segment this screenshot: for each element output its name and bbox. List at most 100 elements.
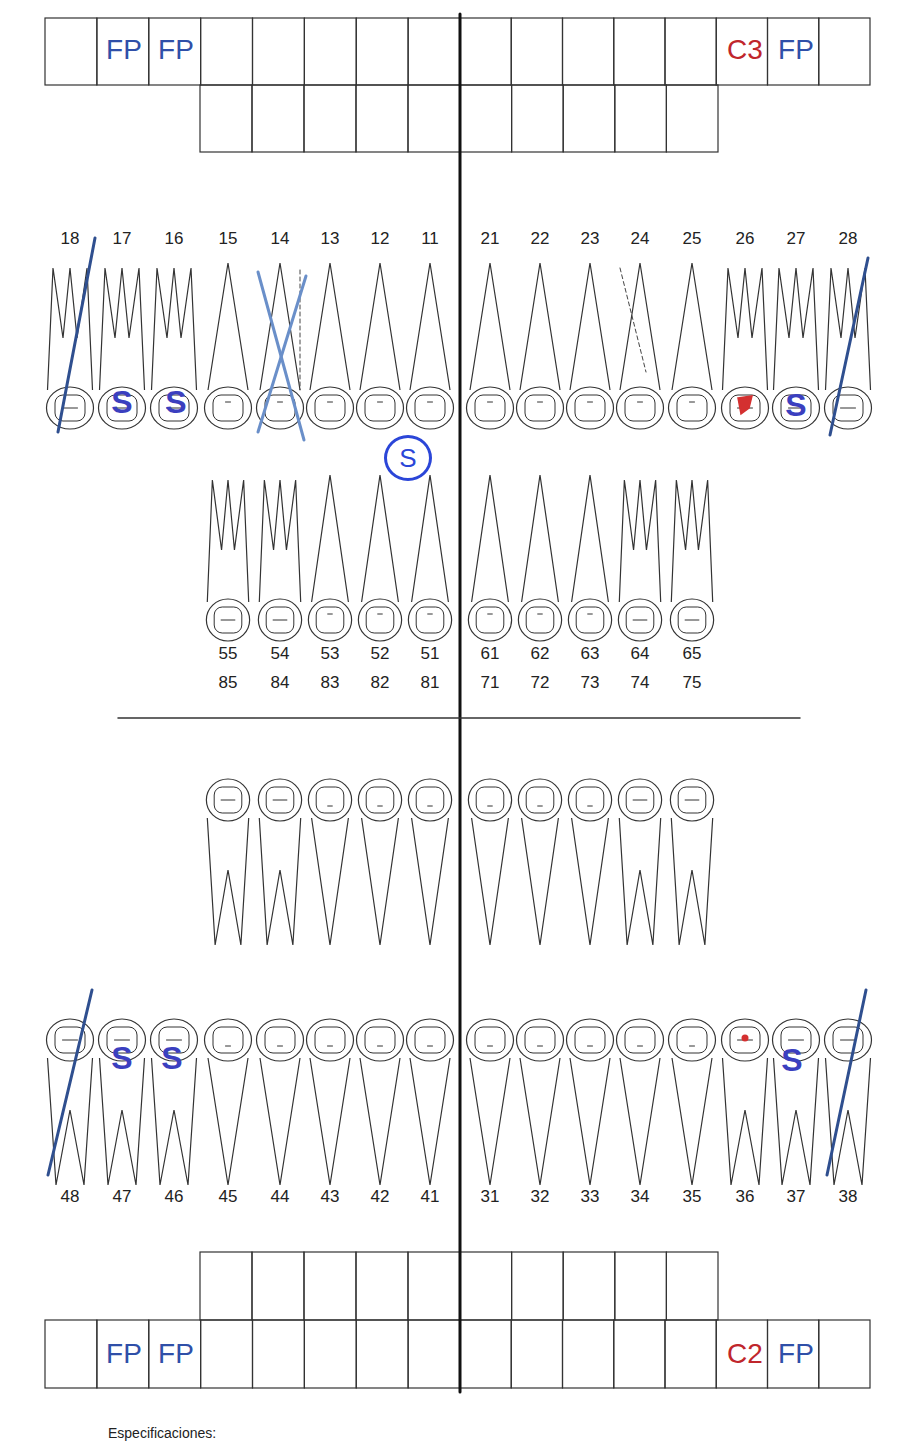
- tooth-crown: [151, 387, 198, 429]
- tooth-number: 44: [271, 1188, 290, 1205]
- chart-cell: [512, 1252, 564, 1320]
- tooth-crown: [47, 387, 94, 429]
- tooth-surface: [214, 607, 242, 633]
- tooth-crown: [617, 1019, 664, 1061]
- tooth-crown: [358, 779, 401, 821]
- tooth-root: [619, 818, 660, 945]
- tooth-fissure: [588, 1046, 593, 1047]
- tooth-crown: [670, 599, 713, 641]
- tooth-surface: [213, 395, 243, 421]
- chart-cell: [304, 1320, 356, 1388]
- dashed-root: [620, 268, 646, 372]
- tooth-surface: [266, 787, 294, 813]
- tooth-crown: [567, 1019, 614, 1061]
- tooth-root: [412, 475, 449, 602]
- tooth-root: [572, 818, 609, 945]
- tooth-fissure: [690, 1046, 695, 1047]
- tooth-crown: [517, 387, 564, 429]
- tooth-number: 33: [581, 1188, 600, 1205]
- tooth-surface: [415, 395, 445, 421]
- tooth-surface: [575, 395, 605, 421]
- tooth-crown: [468, 779, 511, 821]
- tooth-fissure: [328, 614, 333, 615]
- tooth-surface: [677, 395, 707, 421]
- tooth-root: [410, 263, 450, 390]
- tooth-root: [472, 475, 509, 602]
- tooth-surface: [265, 1027, 295, 1053]
- tooth-number: 65: [683, 645, 702, 662]
- tooth-root: [208, 1058, 248, 1185]
- tooth-number: 42: [371, 1188, 390, 1205]
- tooth-surface: [730, 1027, 760, 1053]
- tooth-fissure: [428, 402, 433, 403]
- tooth-number: 51: [421, 645, 440, 662]
- tooth-root: [312, 475, 349, 602]
- tooth-root: [152, 268, 197, 390]
- chart-cell: [819, 1320, 870, 1388]
- tooth-fissure: [273, 620, 287, 621]
- tooth-number: 22: [531, 230, 550, 247]
- tooth-surface: [625, 1027, 655, 1053]
- tooth-number: 41: [421, 1188, 440, 1205]
- tooth-number: 27: [787, 230, 806, 247]
- chart-cell: [304, 1252, 356, 1320]
- tooth-fissure: [273, 800, 287, 801]
- tooth-fissure: [538, 402, 543, 403]
- tooth-root: [207, 480, 248, 602]
- tooth-number: 62: [531, 645, 550, 662]
- midline: [459, 14, 462, 1392]
- chart-cell: [356, 1252, 408, 1320]
- tooth-root: [570, 263, 610, 390]
- chart-cell: [253, 1320, 305, 1388]
- tooth-surface: [626, 787, 654, 813]
- chart-cell: [201, 18, 253, 85]
- chart-cell: [408, 85, 460, 152]
- tooth-fissure: [633, 620, 647, 621]
- tooth-fissure: [63, 408, 78, 409]
- chart-cell: [200, 1252, 252, 1320]
- tooth-crown: [408, 779, 451, 821]
- chart-cell: [511, 1320, 562, 1388]
- tooth-fissure: [428, 614, 433, 615]
- chart-cell: [408, 1252, 460, 1320]
- chart-cell: [819, 18, 870, 85]
- tooth-fissure: [378, 806, 383, 807]
- tooth-surface: [526, 787, 554, 813]
- tooth-fissure: [428, 1046, 433, 1047]
- tooth-crown: [407, 387, 454, 429]
- tooth-number: 32: [531, 1188, 550, 1205]
- tooth-number: 73: [581, 674, 600, 691]
- extraction-slash: [827, 990, 866, 1175]
- chart-cell: [615, 85, 667, 152]
- chart-cell: [252, 85, 304, 152]
- tooth-number: 15: [219, 230, 238, 247]
- tooth-fissure: [226, 1046, 231, 1047]
- tooth-number: 14: [271, 230, 290, 247]
- chart-cell: [45, 1320, 97, 1388]
- tooth-crown: [825, 1019, 872, 1061]
- tooth-crown: [307, 387, 354, 429]
- tooth-number: 45: [219, 1188, 238, 1205]
- tooth-crown: [773, 387, 820, 429]
- chart-code: FP: [158, 36, 194, 64]
- tooth-root: [774, 268, 819, 390]
- tooth-fissure: [378, 1046, 383, 1047]
- chart-cell: [460, 1252, 512, 1320]
- circled-mark: S: [384, 435, 432, 481]
- tooth-number: 34: [631, 1188, 650, 1205]
- extraction-slash: [48, 990, 92, 1175]
- tooth-crown: [99, 387, 146, 429]
- tooth-number: 24: [631, 230, 650, 247]
- tooth-fissure: [328, 1046, 333, 1047]
- tooth-root: [671, 480, 712, 602]
- chart-cell: [460, 85, 512, 152]
- tooth-surface: [475, 1027, 505, 1053]
- tooth-number: 21: [481, 230, 500, 247]
- tooth-surface: [678, 607, 706, 633]
- tooth-number: 54: [271, 645, 290, 662]
- tooth-surface: [416, 607, 444, 633]
- tooth-number: 55: [219, 645, 238, 662]
- tooth-number: 71: [481, 674, 500, 691]
- tooth-root: [619, 480, 660, 602]
- tooth-root: [620, 1058, 660, 1185]
